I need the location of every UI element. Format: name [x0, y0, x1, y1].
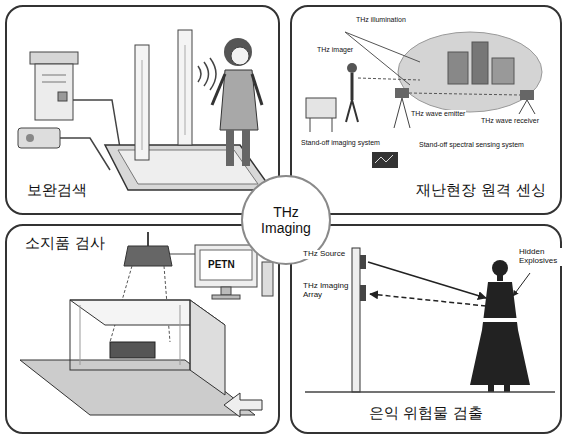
illustration-part — [394, 98, 402, 128]
illustration-part — [242, 130, 250, 166]
illustration-part — [26, 134, 34, 142]
illustration-part — [345, 32, 410, 85]
illustration-part — [200, 250, 252, 280]
illustration-part — [375, 155, 393, 163]
illustration-part — [185, 45, 186, 135]
system-label: Stand-off imaging system — [300, 139, 381, 147]
illustration-part — [398, 32, 542, 112]
illustration-part — [488, 385, 494, 392]
illustration-part — [402, 98, 410, 128]
illustration-part — [492, 58, 514, 84]
illustration-part — [178, 30, 192, 145]
illustration-part — [519, 100, 527, 114]
illustration-part — [513, 273, 530, 296]
device-label: THz wave receiver — [480, 117, 540, 125]
illustration-part — [370, 294, 486, 306]
illustration-part — [470, 282, 530, 385]
panel-title: 소지품 검사 — [25, 234, 105, 252]
illustration-part — [360, 285, 366, 301]
illustration-part — [352, 100, 358, 122]
illustration-part — [520, 90, 534, 100]
illustration-part — [497, 275, 503, 281]
application-panel: 보완검색 — [5, 5, 280, 215]
illustration-part — [42, 75, 66, 76]
illustration-part — [212, 74, 225, 105]
illustration-part — [252, 74, 262, 105]
illustration-part — [483, 318, 517, 322]
illustration-part — [360, 255, 366, 269]
illustration-part — [147, 232, 149, 246]
illustration-part — [306, 98, 336, 118]
system-label: Stand-off spectral sensing system — [418, 141, 525, 149]
illustration-part — [224, 393, 262, 417]
illustration-part — [262, 262, 273, 296]
illustration-part — [35, 64, 73, 120]
illustration-part — [368, 262, 486, 298]
illustration-part — [310, 118, 311, 132]
illustration-part — [204, 62, 209, 86]
illustration-part — [110, 342, 155, 358]
illustration-part — [345, 32, 420, 62]
illustration-part — [195, 245, 257, 287]
callout-label: Hidden Explosives — [518, 248, 564, 266]
illustration-part — [135, 45, 149, 160]
application-panel: 소지품 검사 — [5, 224, 280, 434]
illustration-part — [448, 52, 468, 84]
baggage-scanner-scene — [20, 232, 273, 417]
illustration-part — [70, 300, 190, 370]
screen-text: PETN — [207, 259, 236, 270]
device-label: THz imager — [316, 46, 354, 54]
illustration-part — [224, 38, 252, 66]
illustration-part — [190, 300, 225, 395]
illustration-part — [347, 63, 357, 73]
illustration-part — [372, 152, 398, 168]
remote-sensing-scene — [306, 32, 542, 168]
illustration-part — [212, 295, 240, 299]
device-label: THz Imaging Array — [302, 282, 350, 300]
illustration-part — [351, 73, 354, 100]
illustration-part — [472, 42, 488, 84]
illustration-part — [198, 66, 201, 82]
illustration-part — [352, 248, 360, 392]
stand-off-detection-scene — [305, 248, 555, 392]
illustration-part — [58, 92, 67, 101]
panel-title: 은익 위험물 검출 — [369, 404, 484, 422]
illustration-part — [170, 254, 195, 255]
illustration-part — [231, 47, 249, 65]
screening-scene — [18, 30, 272, 190]
illustration-part — [210, 58, 216, 90]
hub-label: THz Imaging — [251, 204, 321, 236]
device-label: THz Source — [302, 250, 350, 259]
illustration-part — [221, 287, 231, 295]
device-label: THz illumination — [355, 16, 407, 24]
illustration-part — [124, 246, 172, 266]
panel-title: 보완검색 — [27, 181, 87, 199]
illustration-part — [504, 385, 510, 392]
illustration-part — [180, 305, 181, 365]
illustration-part — [18, 128, 60, 148]
illustration-part — [358, 78, 420, 80]
illustration-part — [395, 88, 409, 98]
illustration-part — [346, 100, 352, 122]
illustration-part — [80, 305, 81, 365]
illustration-part — [332, 118, 333, 132]
illustration-part — [42, 82, 66, 83]
illustration-part — [142, 60, 143, 150]
illustration-part — [226, 130, 234, 166]
illustration-part — [60, 138, 110, 170]
device-label: THz wave emitter — [410, 110, 466, 118]
illustration-part — [527, 100, 535, 114]
panel-title: 재난현장 원격 센싱 — [416, 181, 546, 199]
illustration-part — [305, 391, 555, 393]
illustration-part — [492, 260, 508, 276]
illustration-part — [409, 93, 520, 95]
illustration-part — [30, 52, 78, 64]
